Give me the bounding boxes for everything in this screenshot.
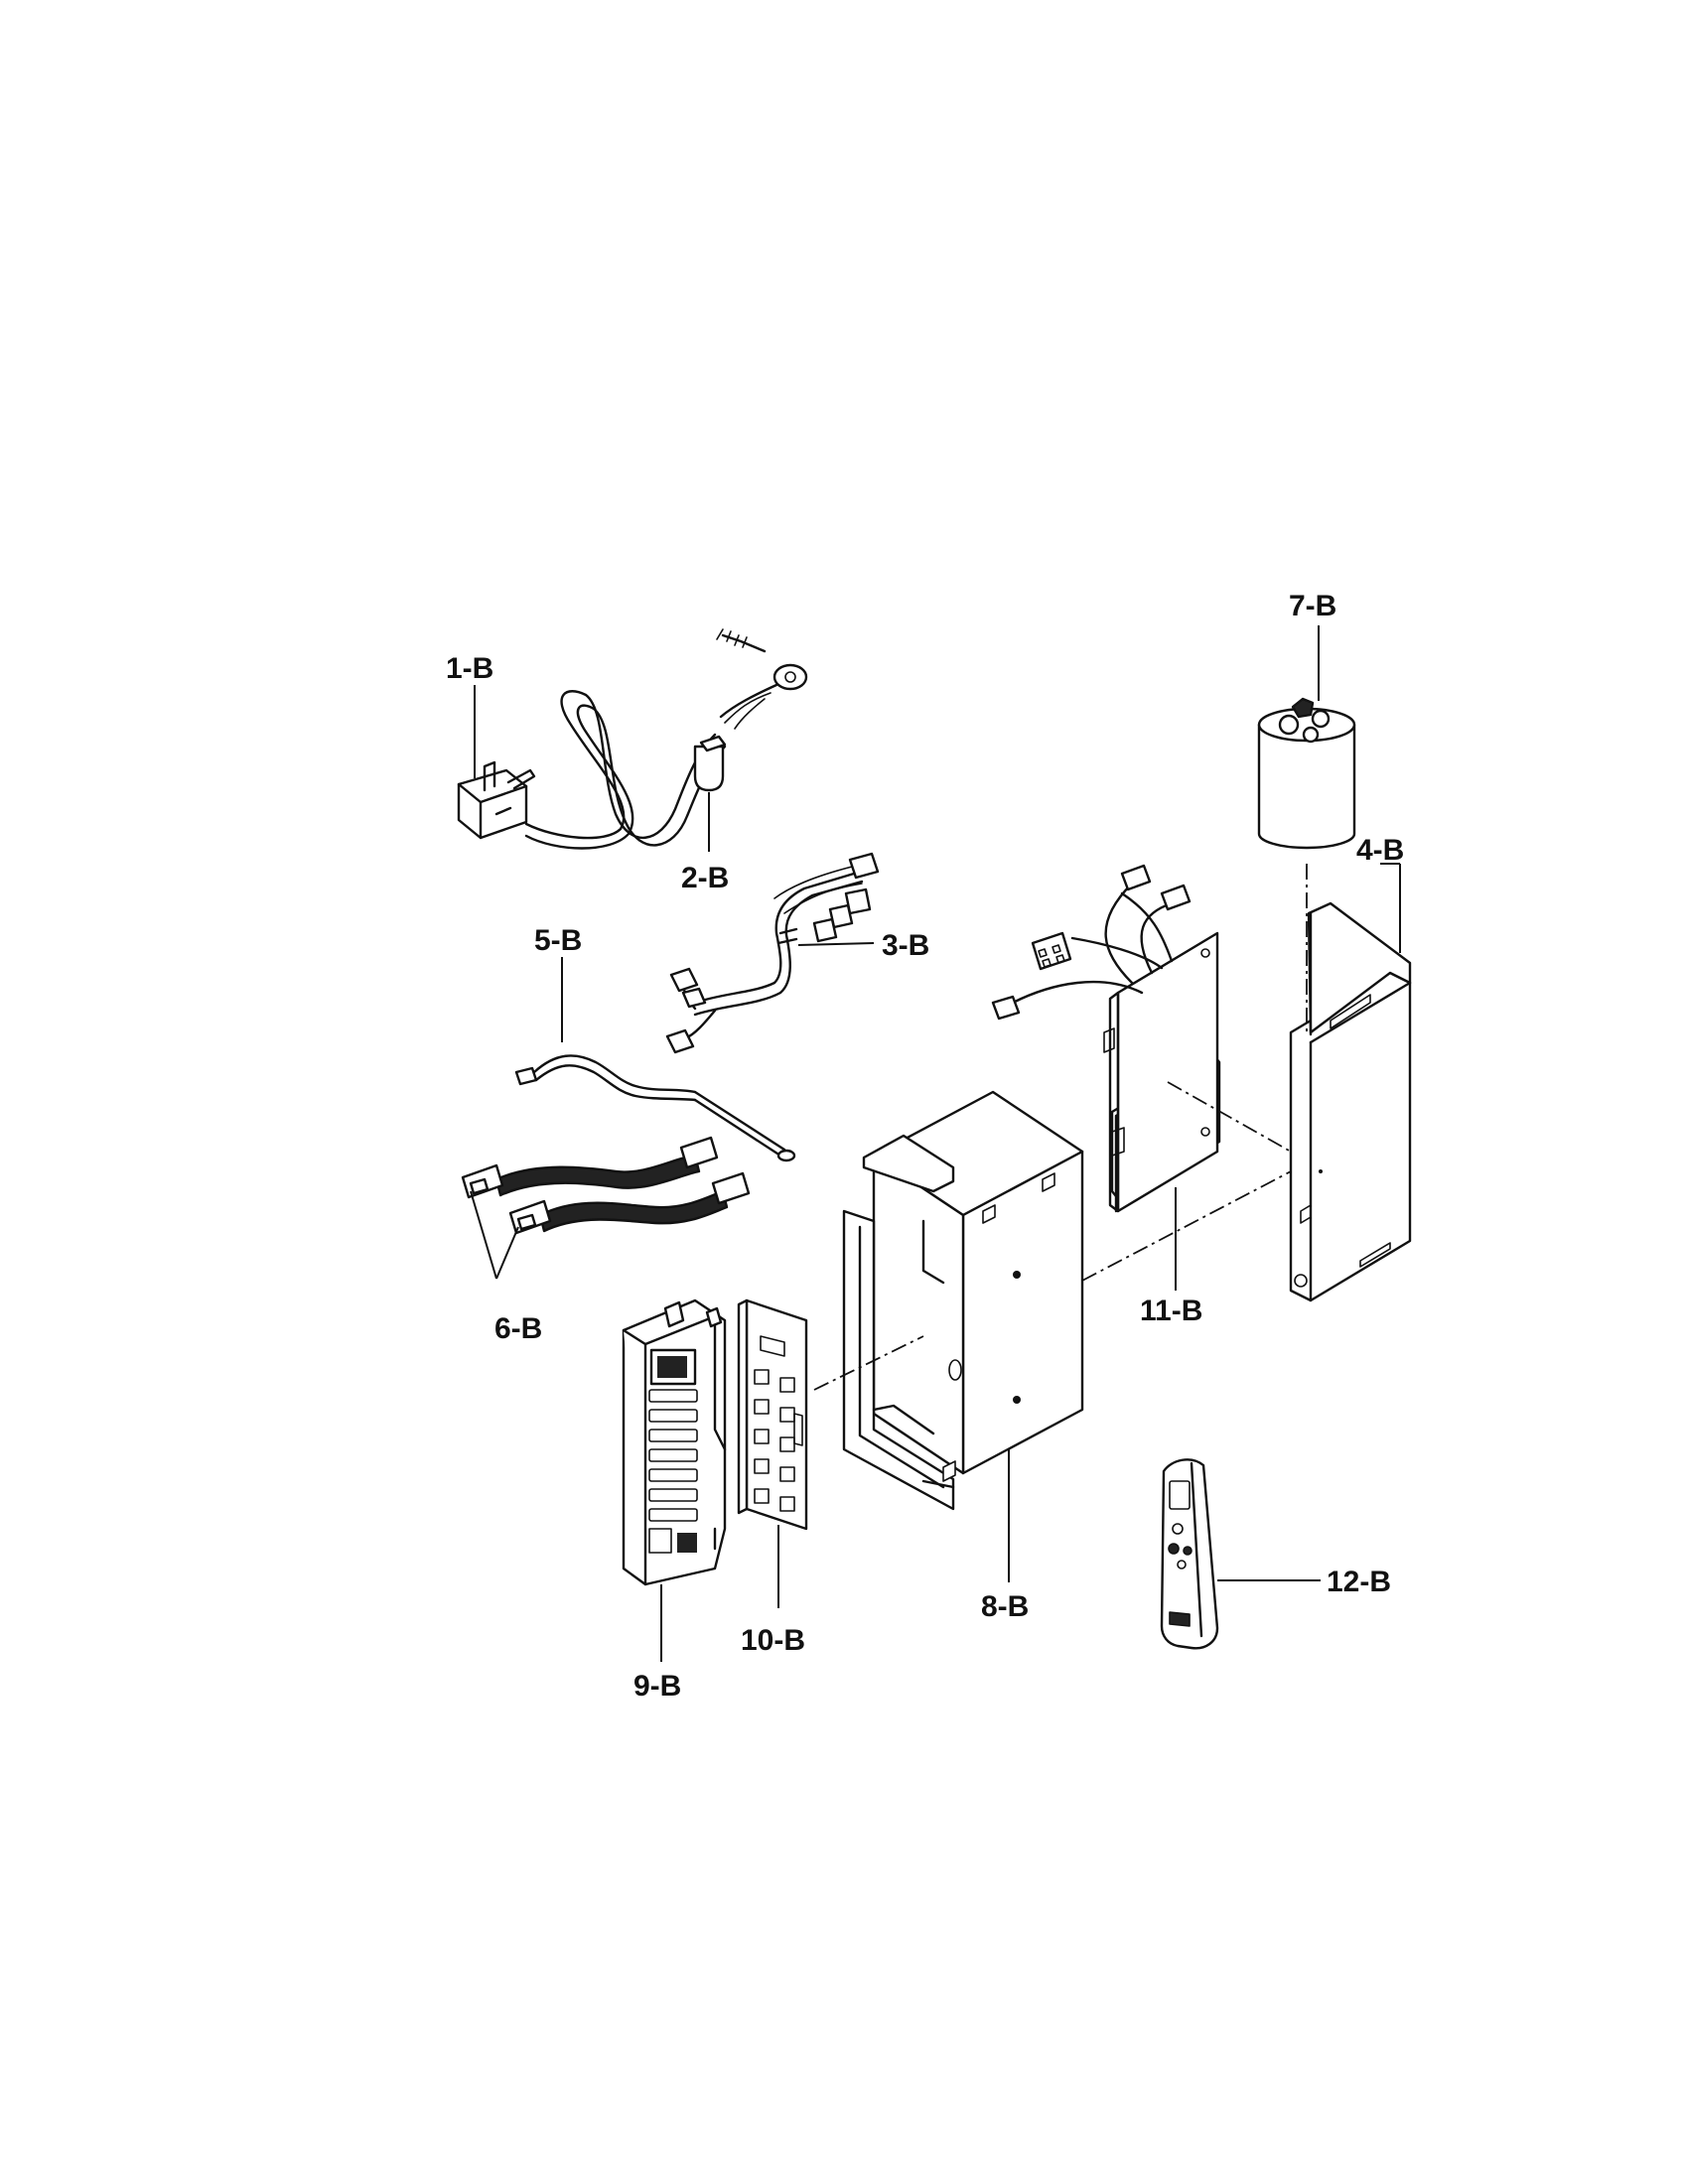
part-label-3: 3-B (882, 929, 929, 962)
control-panel-bezel-icon (622, 1298, 727, 1586)
part-label-9: 9-B (633, 1670, 681, 1703)
main-pcb-icon (991, 864, 1221, 1213)
display-pcb-icon (737, 1298, 808, 1531)
control-box-icon (842, 1090, 1084, 1511)
part-label-2: 2-B (681, 862, 729, 894)
power-cord-icon (457, 628, 808, 850)
part-label-4: 4-B (1356, 834, 1404, 867)
leader-lines (470, 625, 1401, 1662)
part-label-10: 10-B (741, 1624, 805, 1657)
part-label-6: 6-B (494, 1312, 542, 1345)
part-label-1: 1-B (446, 652, 493, 685)
part-label-7: 7-B (1289, 590, 1336, 622)
part-label-5: 5-B (534, 924, 582, 957)
assembly-centerlines (813, 864, 1308, 1391)
thermistor-icon (514, 1054, 796, 1162)
part-label-12: 12-B (1327, 1566, 1391, 1598)
part-labels: 1-B 2-B 3-B 4-B 5-B 6-B 7-B 8-B 9-B 10-B… (446, 590, 1404, 1703)
wire-harness-icon (665, 852, 880, 1054)
pcb-switch-grid (754, 1369, 795, 1512)
ribbon-cables-icon (461, 1136, 751, 1235)
capacitor-icon (1257, 697, 1356, 850)
part-label-8: 8-B (981, 1590, 1029, 1623)
control-box-cover-icon (1289, 901, 1412, 1302)
part-label-11: 11-B (1140, 1295, 1202, 1327)
remote-control-icon (1160, 1458, 1219, 1650)
